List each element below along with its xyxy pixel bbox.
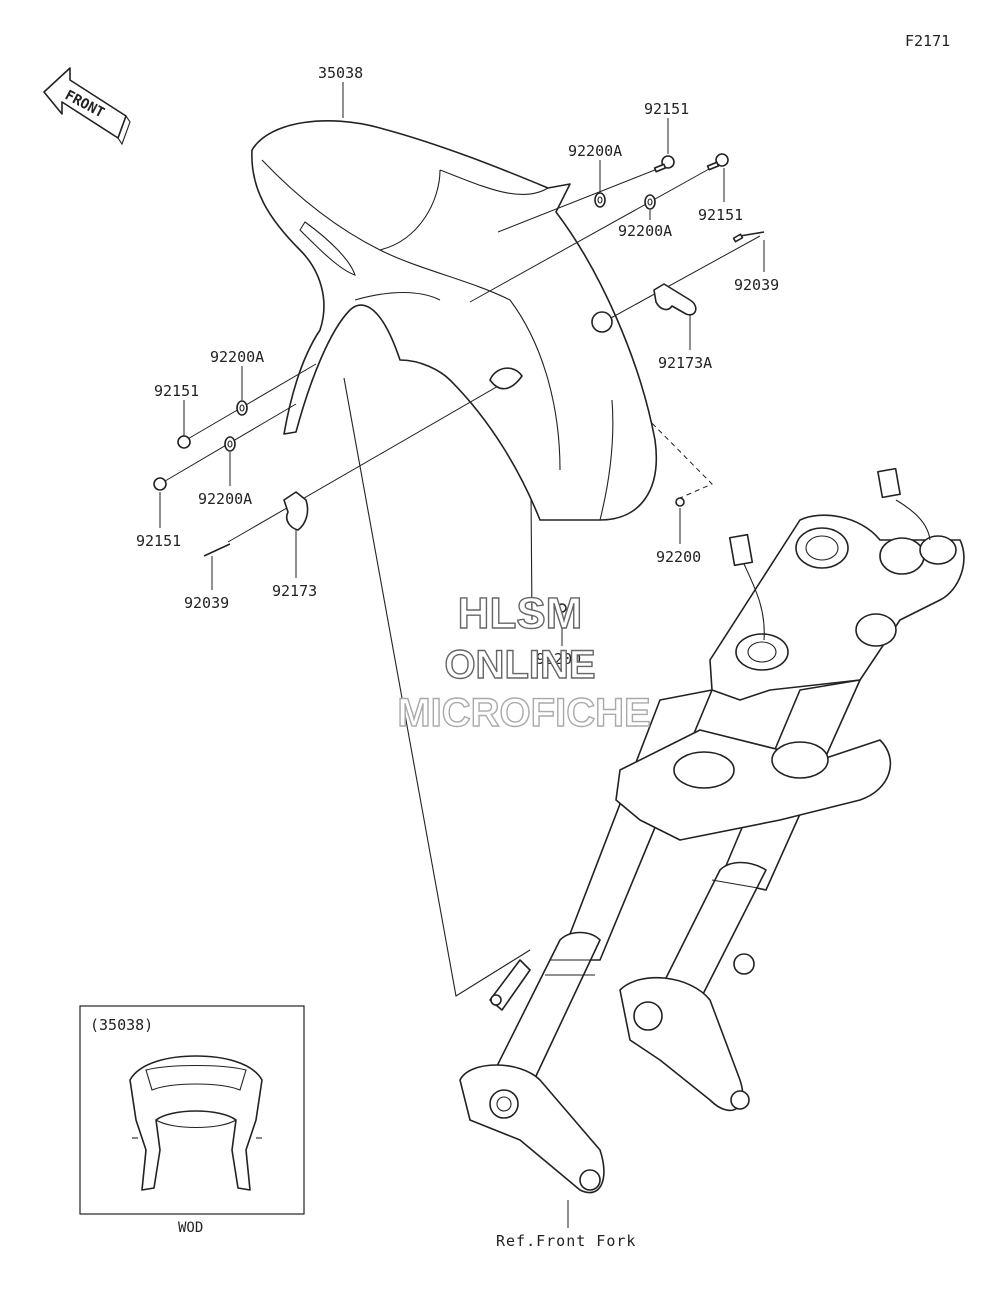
figure-code: F2171 [905, 32, 950, 50]
bolt-92151-left1 [177, 435, 191, 449]
bolt-92151-top1 [653, 155, 675, 173]
label-92151-left1: 92151 [154, 382, 199, 400]
label-35038: 35038 [318, 64, 363, 82]
nut-92200-center [557, 603, 567, 613]
front-fender-part [251, 120, 657, 521]
label-92151-left2: 92151 [136, 532, 181, 550]
front-fork-assembly [459, 467, 965, 1194]
washer-92200a-top2 [644, 194, 656, 210]
leader-lines [159, 82, 765, 1228]
inset-variant-label: WOD [178, 1220, 203, 1236]
label-92039-left: 92039 [184, 594, 229, 612]
inset-part-label: (35038) [90, 1016, 153, 1034]
part-labels: 35038 92151 92200A 92151 92200A 92039 92… [136, 64, 779, 668]
watermark-line1: HLSM [458, 589, 583, 638]
washer-92200a-left2 [224, 436, 236, 452]
watermark-line3: MICROFICHE [397, 691, 650, 735]
bolt-92151-left2 [153, 477, 167, 491]
label-92200a-left1: 92200A [210, 348, 264, 366]
right-fastener-lines [469, 163, 761, 325]
clip-92173 [283, 367, 523, 531]
label-92200a-top1: 92200A [568, 142, 622, 160]
label-92173: 92173 [272, 582, 317, 600]
label-92039-right: 92039 [734, 276, 779, 294]
label-92200a-top2: 92200A [618, 222, 672, 240]
nut-92200-right [675, 497, 685, 507]
front-arrow-icon: FRONT [43, 67, 131, 146]
watermark-line2: ONLINE [444, 643, 595, 687]
label-92200a-left2: 92200A [198, 490, 252, 508]
label-92200-center: 92200 [536, 650, 581, 668]
watermark: HLSM ONLINE MICROFICHE [397, 588, 652, 735]
pin-92039-right [732, 231, 765, 243]
label-92173a: 92173A [658, 354, 712, 372]
label-92200-right: 92200 [656, 548, 701, 566]
reference-label: Ref.Front Fork [496, 1232, 636, 1250]
inset-fender-wod [129, 1055, 263, 1191]
washer-92200a-top1 [594, 192, 606, 208]
inset-box: (35038) WOD [79, 1005, 305, 1236]
pin-92039-left [203, 543, 231, 557]
clip-92173a [591, 283, 697, 333]
label-92151-top1: 92151 [644, 100, 689, 118]
bolt-92151-top2 [706, 153, 729, 171]
label-92151-top2: 92151 [698, 206, 743, 224]
washer-92200a-left1 [236, 400, 248, 416]
